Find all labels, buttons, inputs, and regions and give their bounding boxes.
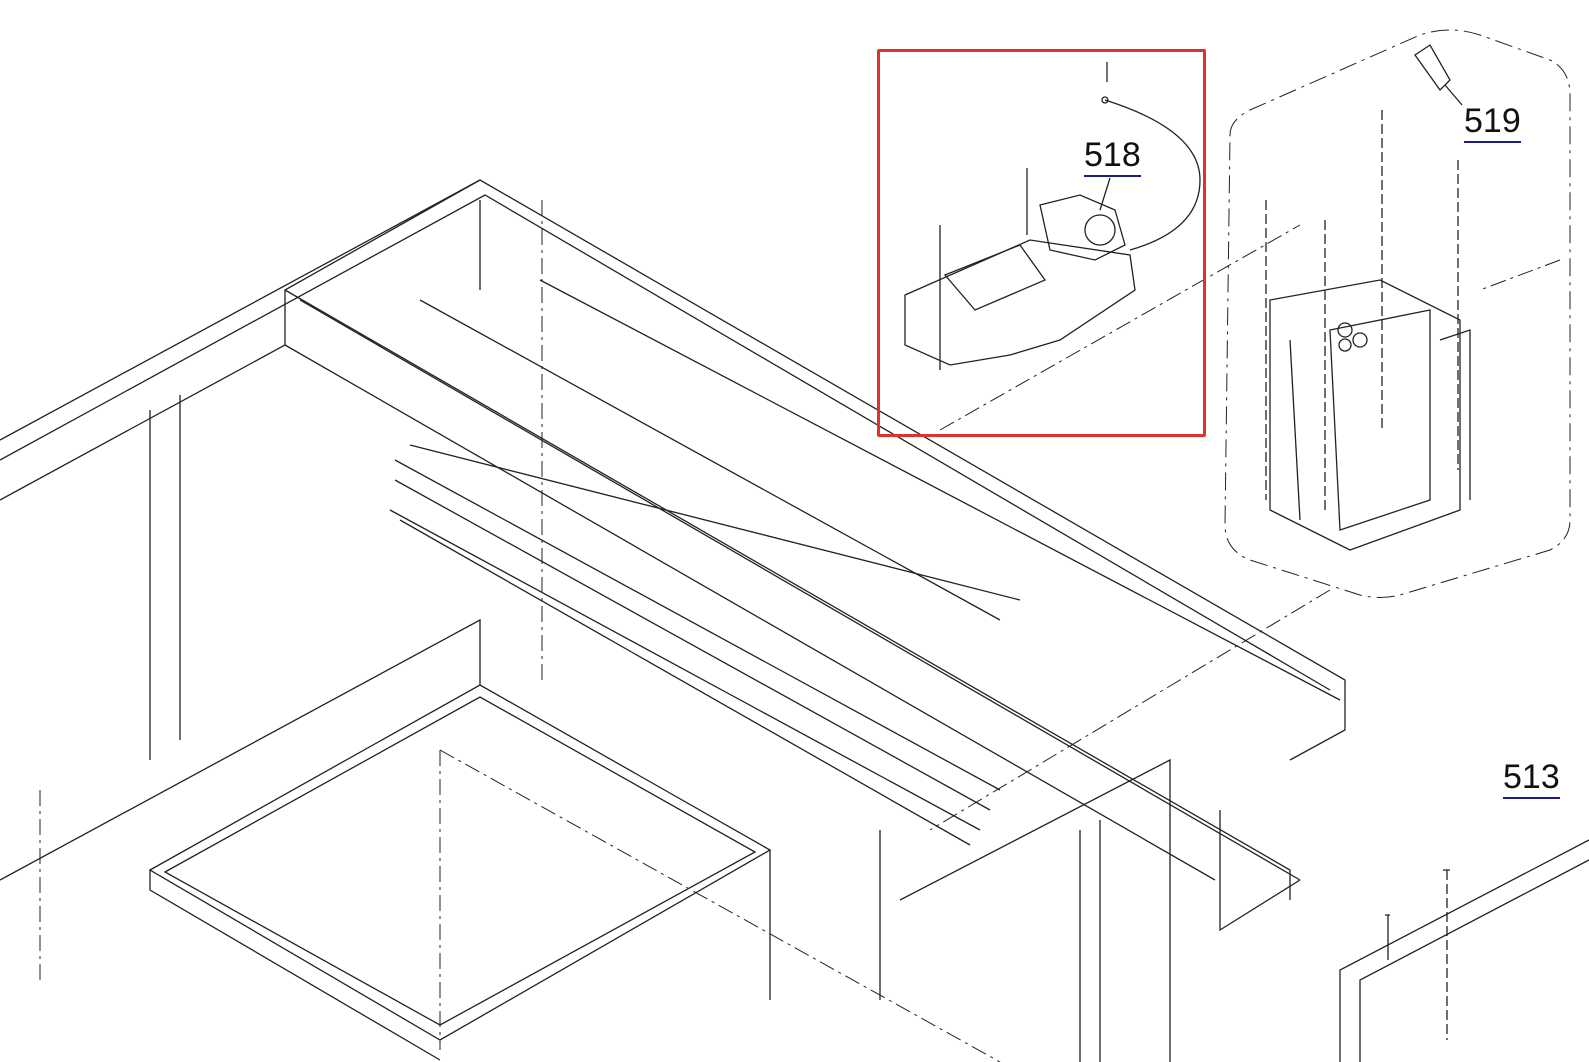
part-518-unit <box>904 62 1201 370</box>
part-label-518[interactable]: 518 <box>1084 138 1141 177</box>
link-underline <box>1464 141 1521 143</box>
main-frame <box>0 179 1589 1062</box>
part-label-513[interactable]: 513 <box>1503 760 1560 799</box>
link-underline <box>1084 175 1141 177</box>
leader-lines <box>39 200 1561 1062</box>
part-label-519[interactable]: 519 <box>1464 104 1521 143</box>
part-519-unit <box>1265 44 1471 551</box>
link-underline <box>1503 797 1560 799</box>
part-number-513[interactable]: 513 <box>1503 758 1560 796</box>
part-number-518[interactable]: 518 <box>1084 136 1141 174</box>
highlight-box-518 <box>877 49 1206 437</box>
screw-icons <box>1385 869 1450 1040</box>
part-number-519[interactable]: 519 <box>1464 102 1521 140</box>
